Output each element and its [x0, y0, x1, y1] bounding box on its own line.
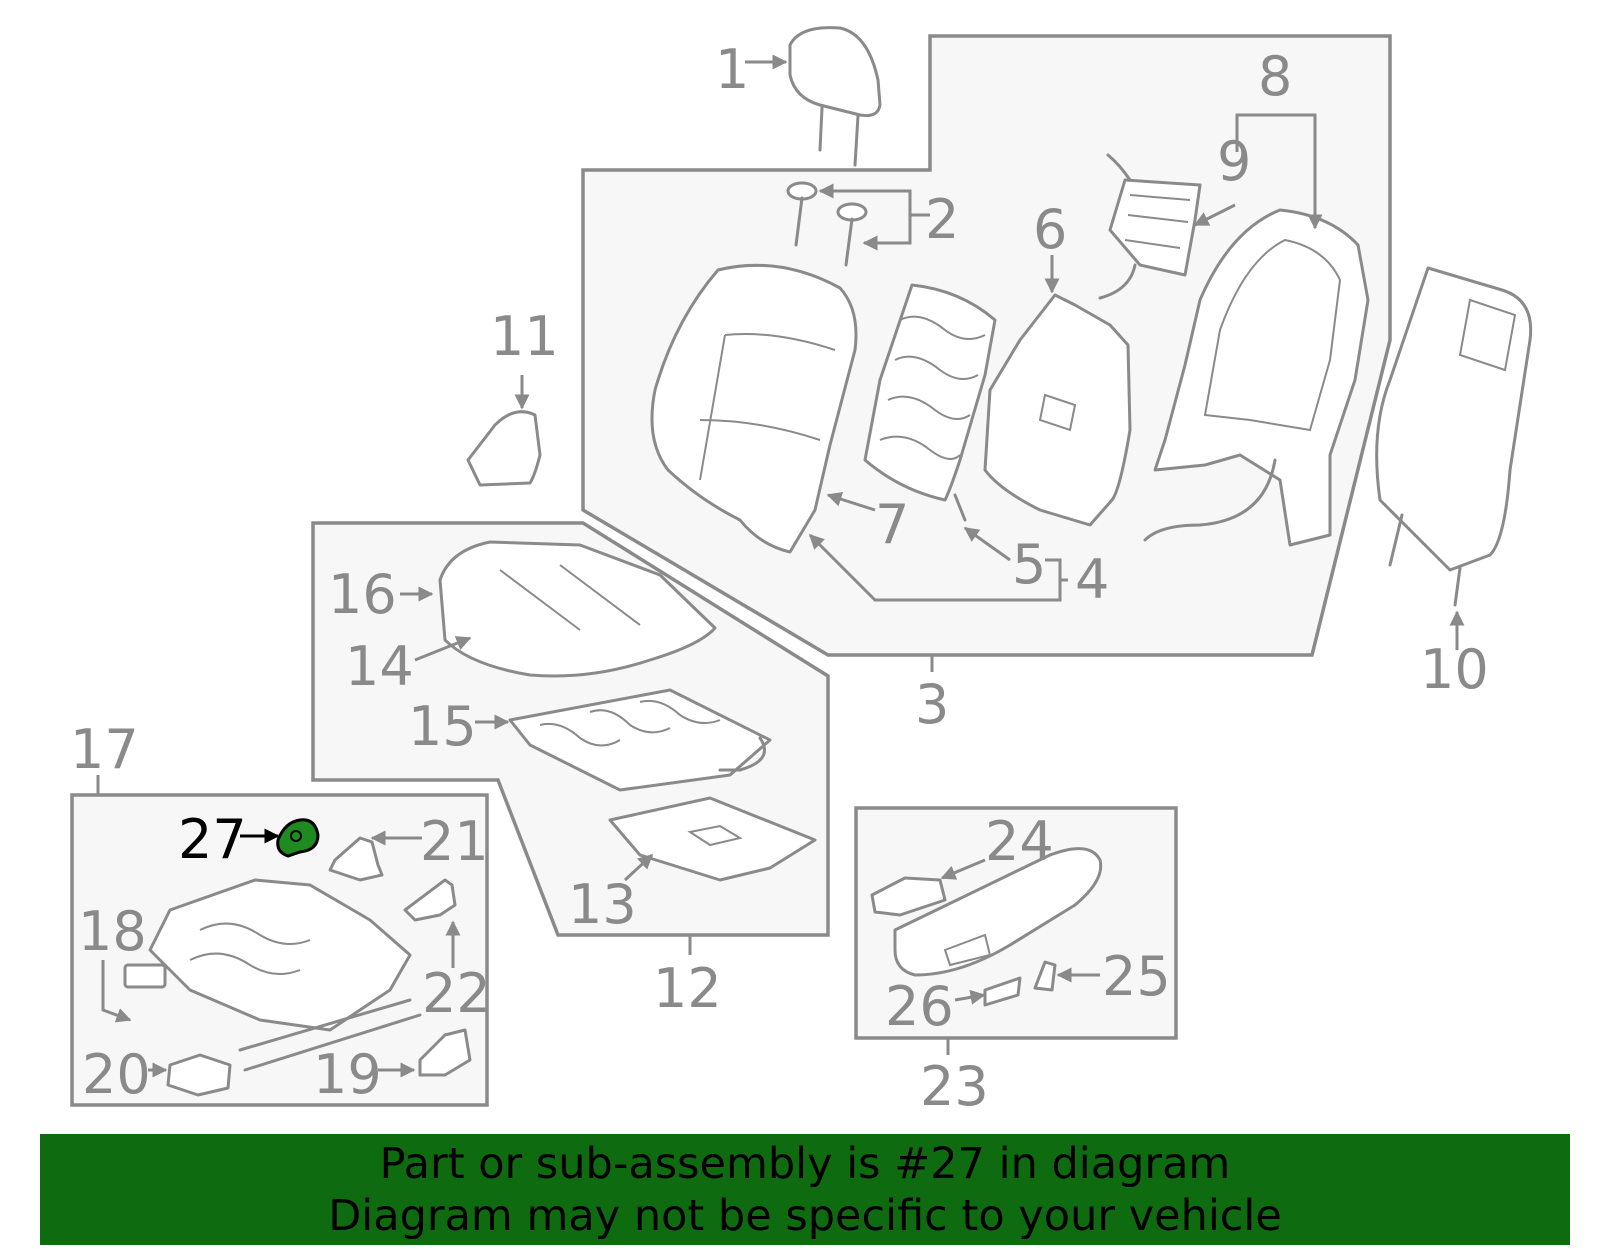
banner-line-part: Part or sub-assembly is #27 in diagram [379, 1139, 1231, 1189]
callout-8: 8 [1258, 45, 1292, 108]
callout-17: 17 [70, 718, 139, 781]
callout-16: 16 [328, 563, 397, 626]
callout-20: 20 [82, 1043, 151, 1106]
callout-1: 1 [715, 38, 749, 101]
callout-12: 12 [653, 957, 722, 1020]
seat-side-cover[interactable] [893, 847, 1103, 977]
callout-10: 10 [1420, 638, 1489, 701]
leader-13 [623, 853, 654, 882]
seatback-heater-mat[interactable] [863, 283, 997, 522]
bracket-21[interactable] [328, 836, 384, 882]
motor-20[interactable] [166, 1053, 232, 1097]
leader-5 [963, 526, 1011, 562]
seat-switch-24[interactable] [870, 876, 947, 917]
leader-2 [818, 183, 930, 217]
seatback-frame[interactable] [1143, 208, 1370, 547]
leader-7 [826, 491, 876, 512]
leader-4-left [808, 533, 1060, 602]
callout-24: 24 [985, 810, 1054, 873]
motor-19[interactable] [418, 1028, 472, 1077]
callout-26: 26 [885, 975, 954, 1038]
callout-23: 23 [920, 1055, 989, 1118]
seatback-rear-panel[interactable] [1375, 266, 1533, 607]
callout-14: 14 [345, 635, 414, 698]
callout-19: 19 [313, 1043, 382, 1106]
headrest-guides[interactable] [786, 181, 868, 267]
leader-14 [414, 636, 472, 662]
callout-25: 25 [1102, 945, 1171, 1008]
highlighted-part-27[interactable] [276, 818, 320, 858]
bracket-22[interactable] [403, 878, 457, 922]
leader-8b [1272, 113, 1323, 230]
callout-21: 21 [420, 810, 489, 873]
callout-4: 4 [1075, 548, 1109, 611]
cushion-cover[interactable] [438, 540, 717, 678]
callout-11: 11 [490, 305, 559, 368]
callout-3: 3 [915, 673, 949, 736]
cushion-heater-mat[interactable] [508, 688, 772, 792]
leader-8 [1235, 113, 1272, 152]
leader-24 [940, 858, 986, 880]
callout-18: 18 [78, 900, 147, 963]
leader-26 [954, 989, 986, 1005]
callout-15: 15 [408, 695, 477, 758]
info-banner: Part or sub-assembly is #27 in diagram D… [40, 1134, 1570, 1245]
callout-13: 13 [568, 873, 637, 936]
callout-7: 7 [875, 493, 909, 556]
leader-2b [862, 215, 912, 251]
callout-22: 22 [422, 962, 491, 1025]
lumbar-module[interactable] [1098, 153, 1202, 300]
seatback-pad[interactable] [983, 293, 1132, 527]
banner-line-disclaimer: Diagram may not be specific to your vehi… [328, 1191, 1282, 1241]
leader-18 [101, 960, 132, 1023]
callout-6: 6 [1033, 198, 1067, 261]
callout-2: 2 [925, 188, 959, 251]
recliner-cover[interactable] [466, 410, 542, 487]
callout-5: 5 [1012, 533, 1046, 596]
callout-9: 9 [1217, 130, 1251, 193]
leader-9 [1193, 203, 1236, 227]
knob-25[interactable] [1033, 960, 1057, 992]
seat-parts-diagram: 1 2 3 4 5 6 7 8 9 10 11 12 13 14 15 16 1… [70, 26, 1533, 1118]
callout-27: 27 [178, 808, 247, 871]
seat-track-frame[interactable] [123, 878, 422, 1072]
seatback-cover[interactable] [650, 263, 858, 554]
headrest[interactable] [788, 26, 882, 167]
